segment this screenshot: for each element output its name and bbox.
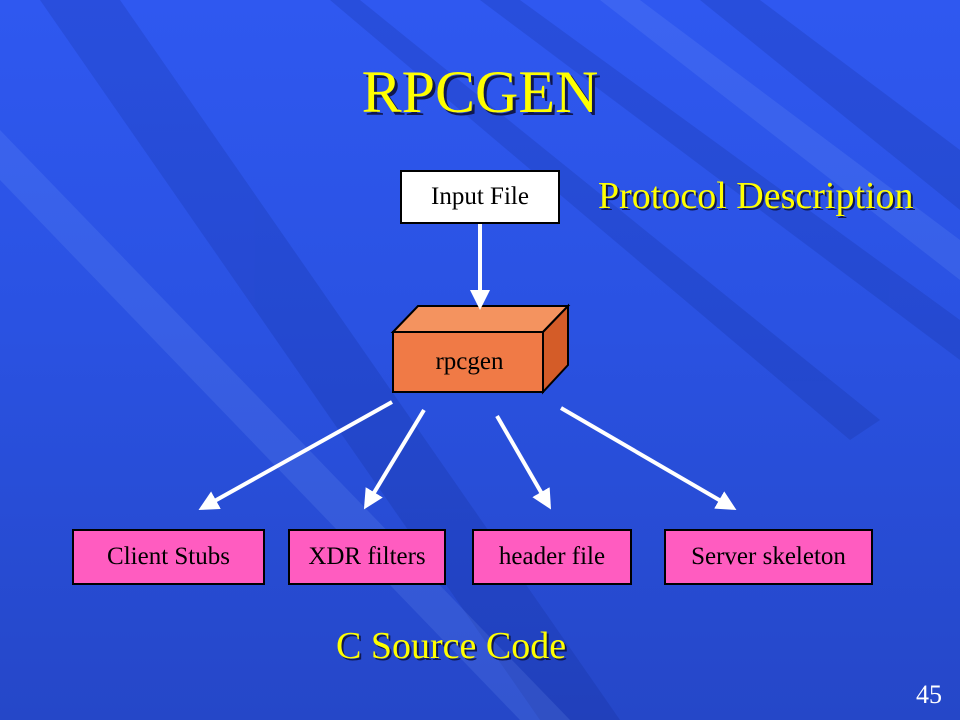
output-xdr-filters: XDR filters <box>288 529 446 585</box>
protocol-description-caption: Protocol Description <box>598 175 914 217</box>
output-server-skeleton-label: Server skeleton <box>691 543 846 570</box>
arrow-to-xdr-filters <box>363 408 426 510</box>
arrow-to-header-file <box>495 414 552 510</box>
arrow-to-server-skeleton <box>559 406 737 511</box>
output-header-file-label: header file <box>498 543 606 570</box>
input-file-box: Input File <box>400 170 560 224</box>
rpcgen-label: rpcgen <box>435 348 504 375</box>
output-client-stubs-label: Client Stubs <box>107 543 230 570</box>
rpcgen-block <box>390 303 571 395</box>
output-server-skeleton: Server skeleton <box>664 529 873 585</box>
output-header-file: header file <box>472 529 632 585</box>
slide-title: RPCGEN <box>361 59 599 125</box>
rpcgen-block-front <box>392 331 544 393</box>
output-xdr-filters-label: XDR filters <box>308 543 426 570</box>
arrow-to-client-stubs <box>198 400 393 510</box>
input-file-label: Input File <box>431 183 529 210</box>
c-source-code-caption: C Source Code <box>336 625 567 667</box>
page-number: 45 <box>916 680 942 709</box>
output-client-stubs: Client Stubs <box>72 529 265 585</box>
